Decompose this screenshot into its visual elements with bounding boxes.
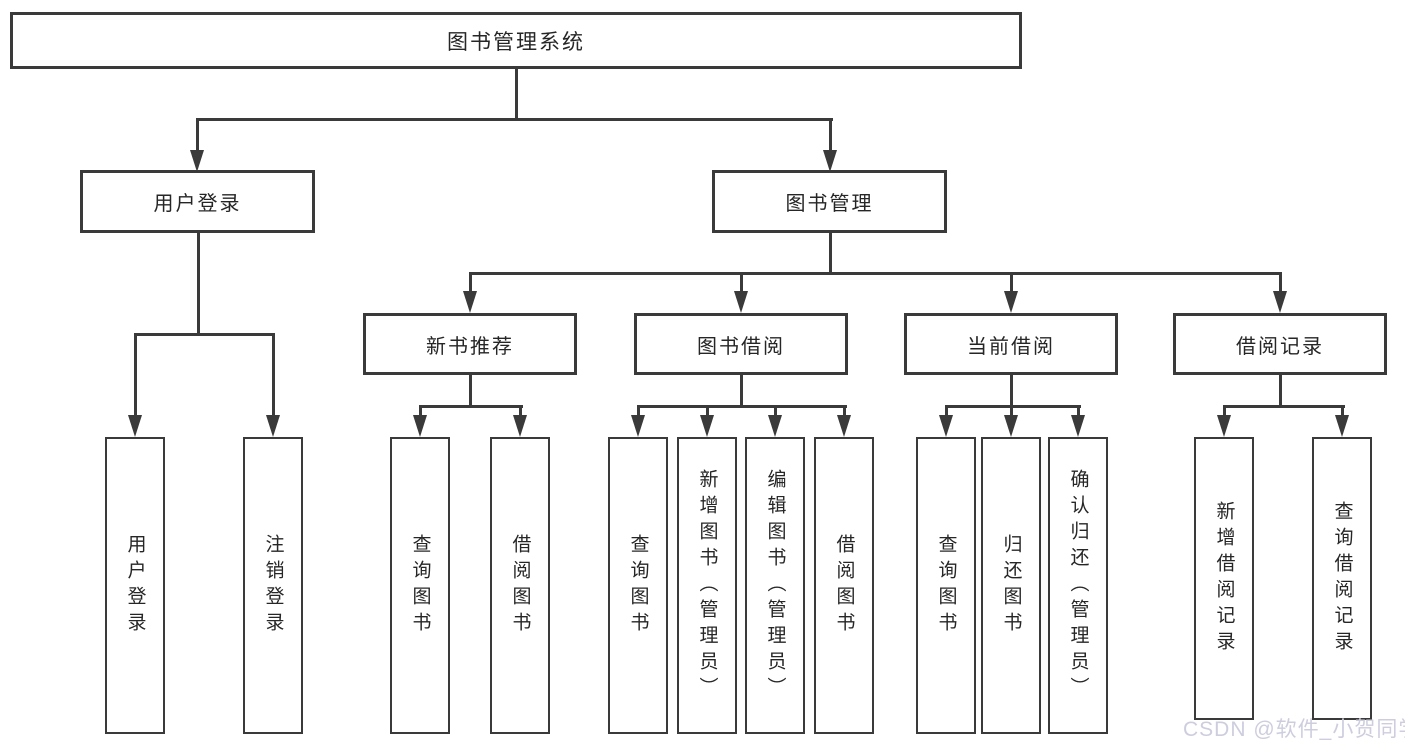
node-new-book-recommend: 新书推荐 bbox=[363, 313, 577, 375]
connector-arrowhead bbox=[513, 415, 527, 437]
connector-line bbox=[637, 407, 640, 417]
connector-line bbox=[1223, 405, 1345, 408]
connector-line bbox=[706, 407, 709, 417]
leaf-edit-books-admin: 编辑图书（管理员） bbox=[745, 437, 805, 734]
connector-line bbox=[469, 274, 472, 293]
connector-arrowhead bbox=[1273, 291, 1287, 313]
connector-line bbox=[469, 272, 1282, 275]
leaf-label: 归还图书 bbox=[1000, 533, 1022, 638]
connector-line bbox=[829, 120, 832, 152]
connector-arrowhead bbox=[1071, 415, 1085, 437]
leaf-label: 编辑图书（管理员） bbox=[764, 468, 786, 703]
connector-arrowhead bbox=[463, 291, 477, 313]
leaf-label: 新增借阅记录 bbox=[1213, 500, 1235, 657]
connector-arrowhead bbox=[768, 415, 782, 437]
connector-line bbox=[774, 407, 777, 417]
connector-line bbox=[272, 335, 275, 417]
connector-line bbox=[740, 274, 743, 293]
node-label: 借阅记录 bbox=[1236, 335, 1324, 358]
connector-line bbox=[1010, 274, 1013, 293]
connector-line bbox=[197, 233, 200, 333]
leaf-borrow-books: 借阅图书 bbox=[814, 437, 874, 734]
leaf-query-books-current: 查询图书 bbox=[916, 437, 976, 734]
node-label: 新书推荐 bbox=[426, 335, 514, 358]
connector-line bbox=[1341, 407, 1344, 417]
connector-line bbox=[829, 233, 832, 274]
connector-line bbox=[196, 118, 833, 121]
leaf-label: 借阅图书 bbox=[833, 533, 855, 638]
connector-line bbox=[515, 69, 518, 120]
connector-line bbox=[637, 405, 847, 408]
connector-line bbox=[945, 405, 1081, 408]
leaf-label: 查询图书 bbox=[935, 533, 957, 638]
connector-arrowhead bbox=[1335, 415, 1349, 437]
leaf-label: 查询借阅记录 bbox=[1331, 500, 1353, 657]
connector-arrowhead bbox=[1217, 415, 1231, 437]
node-book-borrow: 图书借阅 bbox=[634, 313, 848, 375]
node-label: 图书管理 bbox=[785, 193, 874, 215]
connector-line bbox=[134, 335, 137, 417]
node-label: 用户登录 bbox=[153, 193, 242, 215]
leaf-logout: 注销登录 bbox=[243, 437, 303, 734]
leaf-label: 新增图书（管理员） bbox=[696, 468, 718, 703]
connector-line bbox=[1279, 274, 1282, 293]
connector-line bbox=[1010, 407, 1013, 417]
node-borrow-records: 借阅记录 bbox=[1173, 313, 1387, 375]
connector-line bbox=[519, 407, 522, 417]
leaf-confirm-return-admin: 确认归还（管理员） bbox=[1048, 437, 1108, 734]
connector-line bbox=[1279, 375, 1282, 407]
connector-arrowhead bbox=[266, 415, 280, 437]
connector-line bbox=[134, 333, 275, 336]
connector-line bbox=[1223, 407, 1226, 417]
leaf-add-books-admin: 新增图书（管理员） bbox=[677, 437, 737, 734]
leaf-query-borrow-record: 查询借阅记录 bbox=[1312, 437, 1372, 720]
leaf-borrow-books-recommend: 借阅图书 bbox=[490, 437, 550, 734]
connector-arrowhead bbox=[823, 150, 837, 172]
node-label: 图书借阅 bbox=[697, 335, 785, 358]
leaf-add-borrow-record: 新增借阅记录 bbox=[1194, 437, 1254, 720]
node-current-borrow: 当前借阅 bbox=[904, 313, 1118, 375]
leaf-label: 借阅图书 bbox=[509, 533, 531, 638]
connector-arrowhead bbox=[837, 415, 851, 437]
leaf-user-login: 用户登录 bbox=[105, 437, 165, 734]
node-root-system: 图书管理系统 bbox=[10, 12, 1022, 69]
connector-arrowhead bbox=[700, 415, 714, 437]
connector-line bbox=[740, 375, 743, 407]
connector-line bbox=[419, 405, 523, 408]
connector-arrowhead bbox=[939, 415, 953, 437]
csdn-watermark: CSDN @软件_小贺同学 bbox=[1183, 718, 1405, 741]
connector-line bbox=[1077, 407, 1080, 417]
leaf-label: 确认归还（管理员） bbox=[1067, 468, 1089, 703]
connector-arrowhead bbox=[413, 415, 427, 437]
leaf-query-books-borrow: 查询图书 bbox=[608, 437, 668, 734]
leaf-label: 用户登录 bbox=[124, 533, 146, 638]
connector-arrowhead bbox=[128, 415, 142, 437]
leaf-label: 查询图书 bbox=[409, 533, 431, 638]
node-label: 当前借阅 bbox=[967, 335, 1055, 358]
node-label: 图书管理系统 bbox=[447, 30, 585, 54]
connector-line bbox=[196, 120, 199, 152]
connector-line bbox=[843, 407, 846, 417]
node-user-login: 用户登录 bbox=[80, 170, 315, 233]
connector-arrowhead bbox=[190, 150, 204, 172]
leaf-label: 查询图书 bbox=[627, 533, 649, 638]
connector-line bbox=[1010, 375, 1013, 407]
connector-arrowhead bbox=[1004, 415, 1018, 437]
leaf-return-books: 归还图书 bbox=[981, 437, 1041, 734]
connector-line bbox=[469, 375, 472, 407]
node-book-management: 图书管理 bbox=[712, 170, 947, 233]
connector-arrowhead bbox=[734, 291, 748, 313]
leaf-query-books-recommend: 查询图书 bbox=[390, 437, 450, 734]
connector-arrowhead bbox=[1004, 291, 1018, 313]
connector-line bbox=[419, 407, 422, 417]
connector-line bbox=[945, 407, 948, 417]
leaf-label: 注销登录 bbox=[262, 533, 284, 638]
connector-arrowhead bbox=[631, 415, 645, 437]
